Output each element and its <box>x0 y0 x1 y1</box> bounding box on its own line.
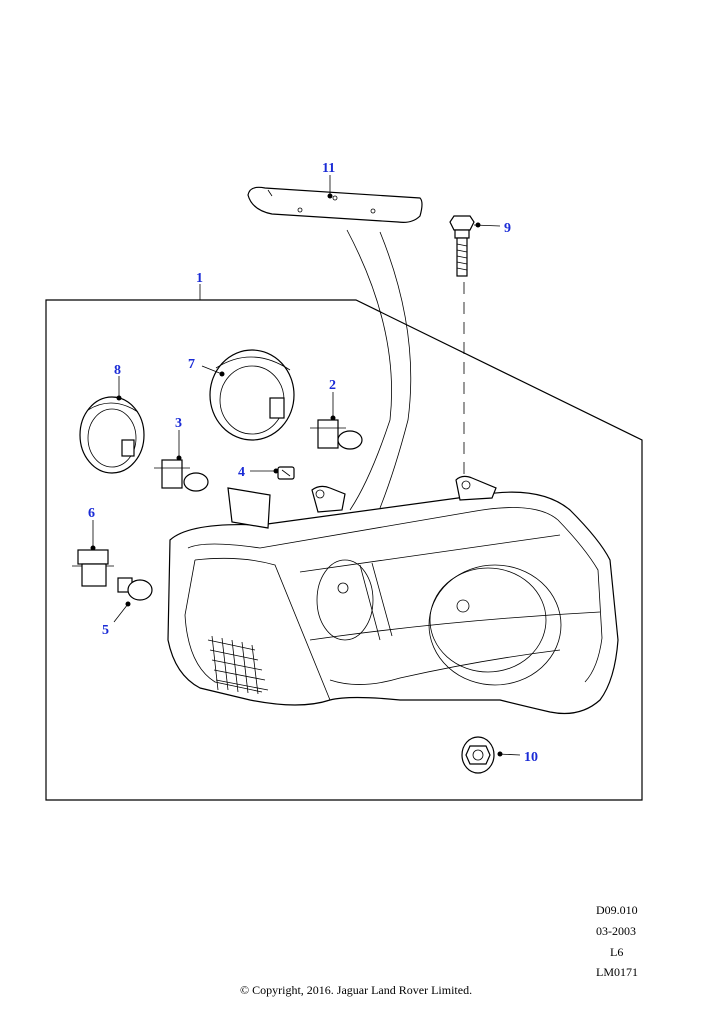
diagram-code: D09.010 <box>596 903 638 917</box>
diagram-date: 03-2003 <box>596 924 636 938</box>
copyright-notice: © Copyright, 2016. Jaguar Land Rover Lim… <box>240 983 473 997</box>
leader-5 <box>113 603 129 623</box>
part-3-bulb[interactable] <box>154 459 209 492</box>
part-4-side-bulb[interactable] <box>277 466 295 480</box>
callout-3[interactable]: 3 <box>175 416 182 431</box>
part-6-bulb-holder[interactable] <box>72 549 114 587</box>
part-8-rear-cap[interactable] <box>79 396 145 474</box>
part-10-nut[interactable] <box>461 736 495 774</box>
part-2-bulb[interactable] <box>310 419 363 450</box>
assembly-outline <box>45 299 643 801</box>
part-9-bolt[interactable] <box>449 215 475 277</box>
callout-6[interactable]: 6 <box>88 506 95 521</box>
callout-1[interactable]: 1 <box>196 271 203 286</box>
callout-11[interactable]: 11 <box>322 161 335 176</box>
callout-8[interactable]: 8 <box>114 363 121 378</box>
callout-5[interactable]: 5 <box>102 623 109 638</box>
leader-7 <box>201 365 223 375</box>
callout-4[interactable]: 4 <box>238 465 245 480</box>
headlamp-housing[interactable] <box>167 475 619 715</box>
diagram-reference: LM0171 <box>596 965 638 979</box>
diagram-model: L6 <box>610 945 624 959</box>
part-7-main-cap[interactable] <box>209 349 295 441</box>
callout-2[interactable]: 2 <box>329 378 336 393</box>
callout-10[interactable]: 10 <box>524 750 538 765</box>
callout-9[interactable]: 9 <box>504 221 511 236</box>
part-11-trim-bracket[interactable] <box>247 186 423 223</box>
part-5-capless-bulb[interactable] <box>117 577 153 601</box>
wire-guide <box>346 229 392 511</box>
callout-7[interactable]: 7 <box>188 357 195 372</box>
